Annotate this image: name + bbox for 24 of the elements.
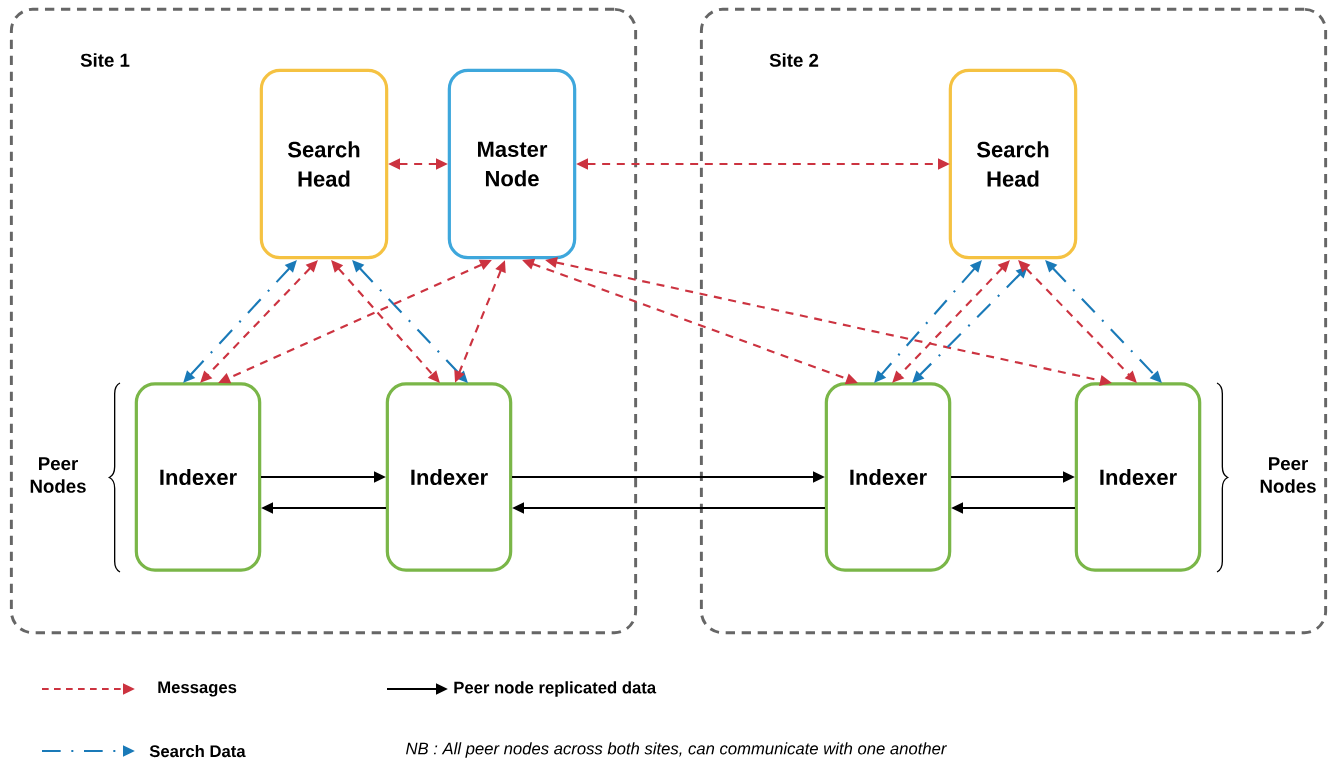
indexer-box: Indexer bbox=[134, 382, 262, 572]
legend-text: Messages bbox=[158, 681, 237, 697]
arrow bbox=[1018, 260, 1137, 383]
indexer-box: Indexer bbox=[824, 382, 952, 572]
arrow bbox=[331, 260, 440, 383]
group-label: Peer Nodes bbox=[1260, 457, 1316, 493]
arrow bbox=[892, 260, 1010, 383]
legend-text: Peer node replicated data bbox=[454, 681, 657, 697]
arrow bbox=[352, 260, 468, 383]
arrow bbox=[183, 260, 297, 383]
site-heading: Site 1 bbox=[80, 53, 130, 67]
arrow bbox=[912, 266, 1028, 383]
indexer-box: Indexer bbox=[385, 382, 513, 572]
note: NB : All peer nodes across both sites, can communicate with one another bbox=[406, 742, 947, 758]
site-heading: Site 2 bbox=[769, 53, 819, 67]
server-box: Master Node bbox=[447, 68, 577, 260]
arrow bbox=[200, 260, 318, 383]
arrow bbox=[874, 260, 982, 383]
server-box: Search Head bbox=[948, 68, 1078, 260]
group-label: Peer Nodes bbox=[30, 457, 86, 493]
legend-text: Search Data bbox=[149, 744, 246, 758]
arrow bbox=[1045, 260, 1162, 383]
server-box: Search Head bbox=[259, 68, 389, 260]
indexer-box: Indexer bbox=[1074, 382, 1202, 572]
